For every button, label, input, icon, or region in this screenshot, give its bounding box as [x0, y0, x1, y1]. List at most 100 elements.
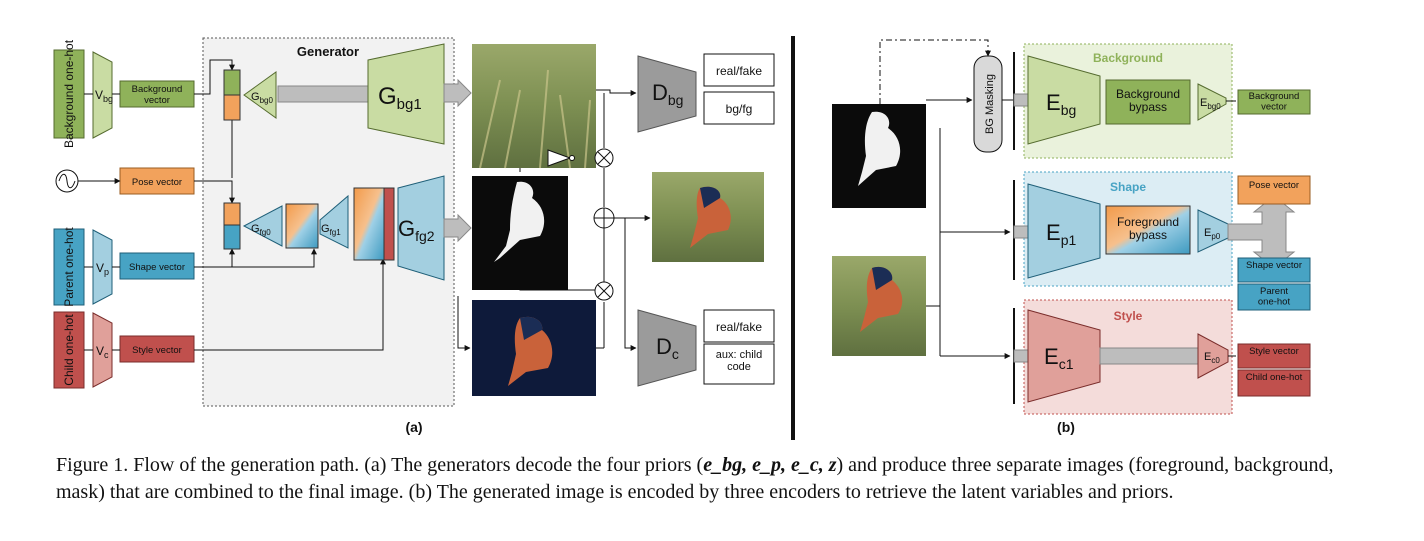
svg-text:Shape vector: Shape vector: [129, 262, 185, 273]
style-group-title: Style: [1114, 309, 1143, 323]
svg-text:Child one-hot: Child one-hot: [62, 314, 76, 386]
svg-text:Ep0: Ep0: [1204, 227, 1221, 241]
shape-group-title: Shape: [1110, 180, 1146, 194]
g-bg1-output-arrow: [443, 78, 472, 108]
generated-background-image: [472, 44, 596, 169]
fg-concat-block: [223, 202, 241, 250]
d-bg-discriminator: Dbg: [637, 55, 697, 133]
multiply-op-bg: [594, 148, 614, 168]
svg-text:Vbg: Vbg: [95, 88, 113, 104]
child-onehot-input: Child one-hot: [53, 311, 85, 389]
pose-vector: Pose vector: [119, 167, 195, 195]
pose-vector-output: Pose vector: [1237, 175, 1311, 205]
fg1-feature-map: [353, 187, 385, 261]
svg-text:Background one-hot: Background one-hot: [62, 39, 76, 148]
svg-text:Gfg2: Gfg2: [398, 216, 435, 244]
svg-text:Gfg1: Gfg1: [321, 223, 341, 237]
mask-input-image: [832, 104, 926, 208]
style-row-pipe: [1099, 347, 1199, 365]
add-op: [593, 207, 615, 229]
e-c1-encoder: Ec1: [1027, 309, 1101, 403]
parent-onehot-input: Parent one-hot: [53, 227, 85, 307]
style-vector-output: Style vector: [1237, 343, 1311, 369]
bg-row-pipe-in: [1013, 93, 1029, 107]
e-p1-encoder: Ep1: [1027, 183, 1101, 279]
style-vector: Style vector: [119, 335, 195, 363]
generator-title: Generator: [297, 44, 359, 59]
multiply-op-fg: [594, 281, 614, 301]
e-bg-encoder: Ebg: [1027, 55, 1101, 145]
generated-foreground-image: [472, 300, 596, 396]
bg-concat-block: [223, 69, 241, 121]
g-bg1-block: Gbg1: [367, 43, 445, 145]
figure-diagram: Generator Background one-hot Parent one-…: [53, 36, 1311, 440]
g-bg0-block: Gbg0: [243, 71, 277, 119]
mask-invert-op: [547, 149, 575, 167]
panel-b-label: (b): [1057, 419, 1075, 435]
style-row-pipe-in: [1013, 349, 1029, 363]
svg-text:Parent one-hot: Parent one-hot: [62, 227, 76, 307]
v-bg-embedding: Vbg: [92, 51, 113, 139]
svg-text:Gfg0: Gfg0: [251, 223, 271, 237]
svg-text:Vp: Vp: [96, 261, 109, 277]
g-fg1-block: Gfg1: [319, 194, 349, 249]
svg-text:Gbg0: Gbg0: [251, 91, 273, 105]
svg-text:Gbg1: Gbg1: [378, 83, 422, 113]
generated-mask-image: [472, 176, 568, 290]
background-group-title: Background: [1093, 51, 1163, 65]
svg-text:Ep1: Ep1: [1046, 220, 1076, 248]
panel-b-connections: [879, 39, 1011, 359]
final-image: [652, 172, 764, 262]
panel-a-connections: [78, 59, 651, 351]
g-fg2-output-arrow: [443, 213, 472, 243]
shape-output-split-arrow: [1227, 195, 1296, 269]
g-fg2-block: Gfg2: [397, 175, 445, 281]
fg0-feature-map: [285, 203, 319, 249]
svg-text:BG Masking: BG Masking: [984, 74, 996, 134]
svg-text:Pose vector: Pose vector: [1249, 180, 1299, 191]
bg-masking-block: BG Masking: [973, 55, 1003, 153]
caption-math: e_bg, e_p, e_c, z: [703, 454, 837, 476]
d-c-discriminator: Dc: [637, 309, 697, 387]
caption-part2: ) and produce three separate images (for…: [56, 454, 1334, 503]
g-fg0-block: Gfg0: [242, 205, 283, 247]
svg-text:Child one-hot: Child one-hot: [1246, 372, 1303, 383]
e-c0-encoder: Ec0: [1197, 333, 1229, 379]
d-bg-output-realfake: real/fake: [703, 53, 775, 87]
shape-vector-output: Shape vector: [1237, 257, 1311, 283]
figure-caption: Figure 1. Flow of the generation path. (…: [56, 452, 1356, 506]
svg-text:Shape vector: Shape vector: [1246, 260, 1302, 271]
svg-text:bg/fg: bg/fg: [726, 102, 753, 116]
v-c-embedding: Vc: [92, 312, 113, 388]
shape-row-pipe-in: [1013, 225, 1029, 239]
noise-symbol: [55, 169, 79, 193]
shape-vector: Shape vector: [119, 252, 195, 280]
panel-a-label: (a): [405, 419, 422, 435]
svg-text:Style vector: Style vector: [132, 345, 182, 356]
svg-text:real/fake: real/fake: [716, 320, 762, 334]
child-onehot-output: Child one-hot: [1237, 369, 1311, 397]
background-onehot-input: Background one-hot: [53, 39, 85, 148]
caption-part1: Figure 1. Flow of the generation path. (…: [56, 454, 704, 476]
fg1-style-channel: [383, 187, 395, 261]
svg-text:Vc: Vc: [96, 344, 109, 360]
v-p-embedding: Vp: [92, 229, 113, 305]
e-bg0-encoder: Ebg0: [1197, 83, 1227, 121]
svg-text:Dbg: Dbg: [652, 80, 683, 108]
svg-text:Ebg: Ebg: [1046, 90, 1076, 118]
g-bg-pipe: [277, 85, 369, 103]
svg-text:Pose vector: Pose vector: [132, 177, 182, 188]
svg-text:real/fake: real/fake: [716, 64, 762, 78]
generated-input-image: [832, 256, 926, 356]
